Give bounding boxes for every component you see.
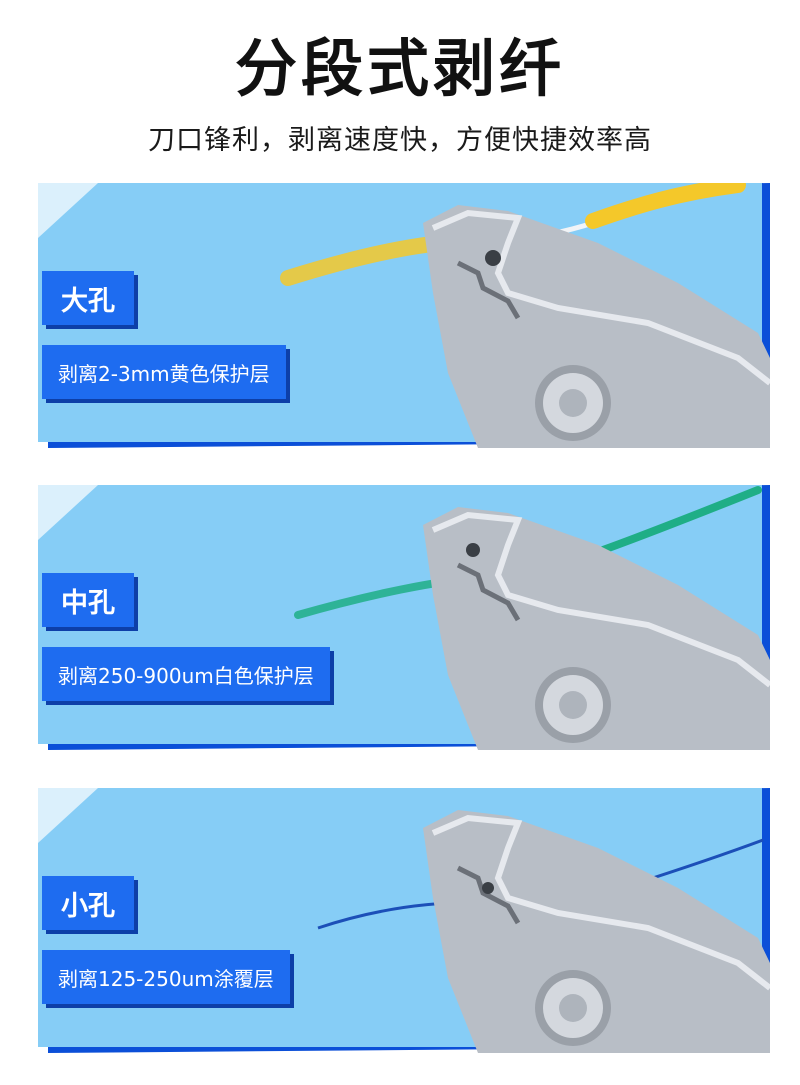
panel-medium-hole: 中孔 剥离250-900um白色保护层 bbox=[38, 485, 770, 750]
panel-large-hole: 大孔 剥离2-3mm黄色保护层 bbox=[38, 183, 770, 448]
panel-small-hole: 小孔 剥离125-250um涂覆层 bbox=[38, 788, 770, 1053]
panel-tag: 大孔 bbox=[42, 271, 134, 325]
fiber-stripper-tool-image bbox=[294, 486, 770, 750]
page-subtitle: 刀口锋利，剥离速度快，方便快捷效率高 bbox=[148, 125, 652, 156]
fiber-stripper-tool-image bbox=[317, 810, 770, 1053]
panel-tag: 小孔 bbox=[42, 876, 134, 930]
panel-tag: 中孔 bbox=[42, 573, 134, 627]
panel-description: 剥离250-900um白色保护层 bbox=[42, 647, 330, 701]
panel-description: 剥离125-250um涂覆层 bbox=[42, 950, 290, 1004]
fiber-stripper-tool-image bbox=[280, 183, 770, 448]
panel-description: 剥离2-3mm黄色保护层 bbox=[42, 345, 286, 399]
page-title: 分段式剥纤 bbox=[234, 32, 565, 105]
